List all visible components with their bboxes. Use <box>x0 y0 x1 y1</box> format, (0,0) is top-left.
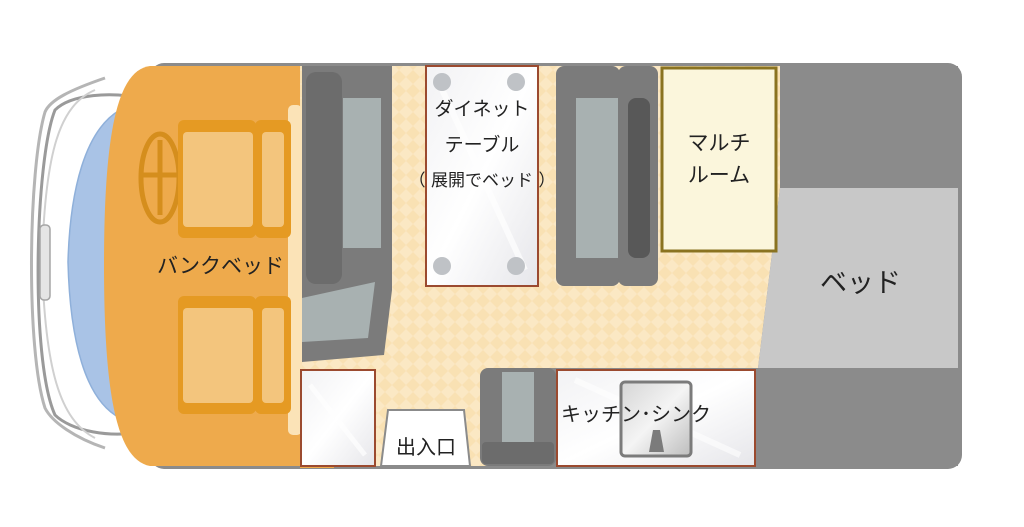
bunk-bed-label: バンクベッド <box>157 254 285 278</box>
multi-room-label-line2: ルーム <box>687 163 751 187</box>
kitchen-sink-label: キッチン･シンク <box>561 402 711 426</box>
floor <box>300 66 780 466</box>
kitchen-counter <box>556 369 756 467</box>
entrance-step <box>379 409 472 467</box>
multi-room <box>660 66 778 253</box>
rear-bed-area <box>758 66 958 466</box>
cab-step <box>288 105 302 435</box>
steering-wheel <box>138 131 182 225</box>
entrance-label: 出入口 <box>396 435 456 459</box>
faucet-icon <box>649 430 664 452</box>
dinette-label-line3: （ 展開でベッド ） <box>408 171 556 191</box>
dinette-label-line2: テーブル <box>444 134 520 156</box>
passenger-seat <box>178 296 291 414</box>
storage-cabinet <box>300 369 376 467</box>
dinette-label-line1: ダイネット <box>434 98 530 120</box>
kitchen-seat <box>480 368 556 466</box>
driver-seat <box>178 120 291 238</box>
dinette-table <box>425 65 539 287</box>
multi-room-label-line1: マルチ <box>687 131 751 155</box>
dinette-bench-right <box>556 66 658 286</box>
dinette-bench-left <box>302 66 392 362</box>
sink-basin <box>619 380 693 458</box>
bed-label: ベッド <box>820 268 901 299</box>
